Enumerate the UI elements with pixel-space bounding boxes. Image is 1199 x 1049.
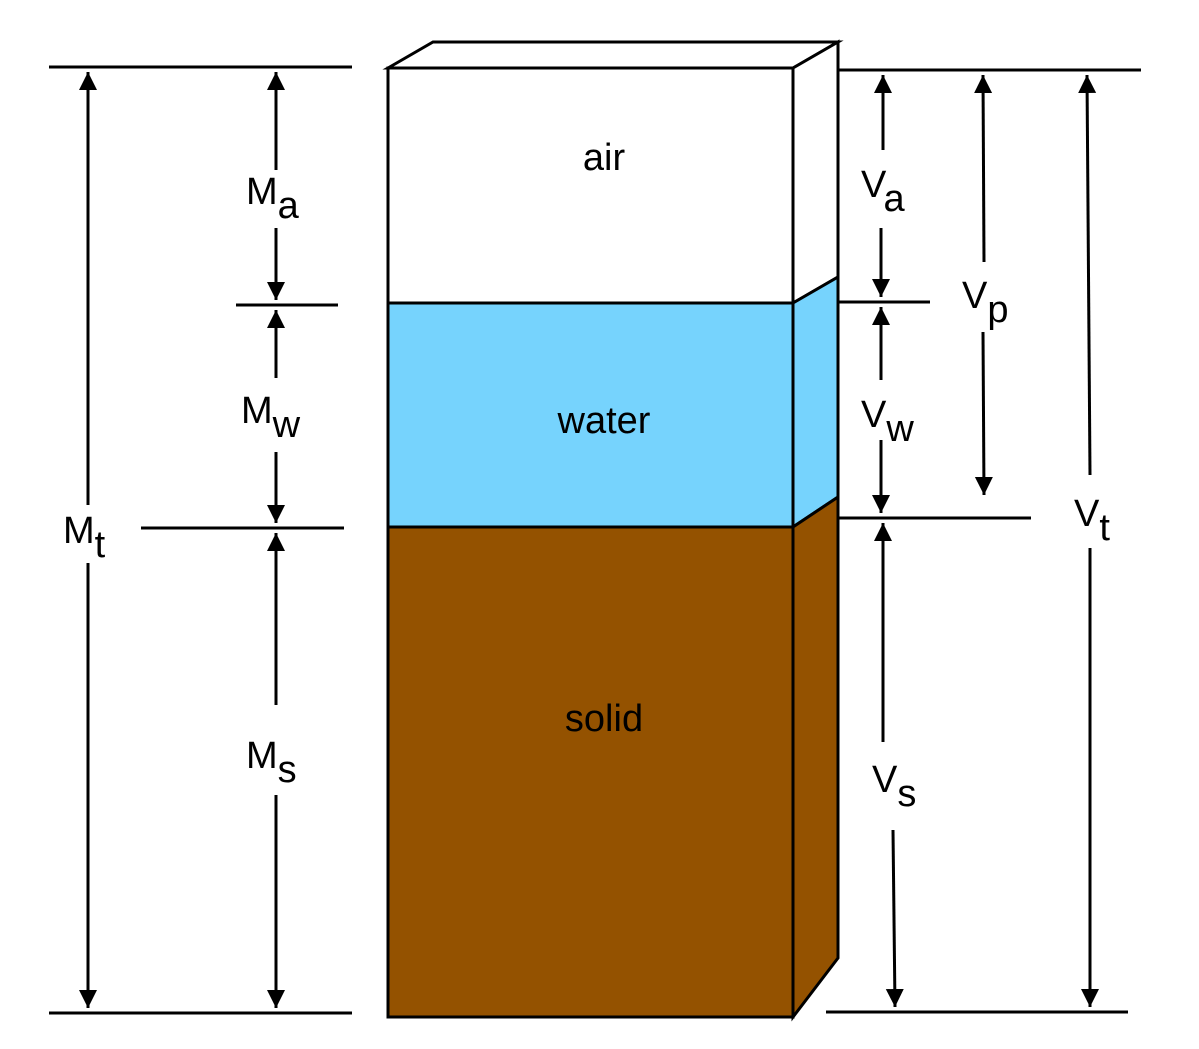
soil-column [382, 39, 844, 1022]
column-top-face [382, 40, 844, 70]
air-phase-block [386, 66, 795, 305]
vp-label: Vp [962, 275, 1009, 331]
solid-side-face [791, 494, 840, 1022]
solid-phase-block [386, 525, 795, 1019]
vp-arrow-down [974, 331, 993, 496]
va-label: Va [861, 164, 906, 220]
vt-arrow-up [1078, 74, 1097, 476]
air-side-face [791, 39, 840, 306]
dimension-arrows [79, 72, 1099, 1008]
water-side-face [791, 274, 840, 530]
vs-arrow-down [885, 829, 904, 1008]
vt-label: Vt [1074, 493, 1110, 549]
vs-label: Vs [872, 759, 916, 815]
mt-label: Mt [63, 510, 106, 566]
water-phase-label: water [557, 400, 651, 442]
air-phase-label: air [583, 137, 626, 179]
reference-lines [49, 65, 1141, 1015]
ms-label: Ms [246, 735, 297, 791]
mw-label: Mw [241, 390, 301, 446]
water-phase-block [386, 301, 795, 529]
vw-label: Vw [861, 394, 914, 450]
solid-phase-label: solid [565, 698, 643, 740]
vp-arrow-up [974, 74, 993, 263]
ma-label: Ma [246, 171, 300, 227]
